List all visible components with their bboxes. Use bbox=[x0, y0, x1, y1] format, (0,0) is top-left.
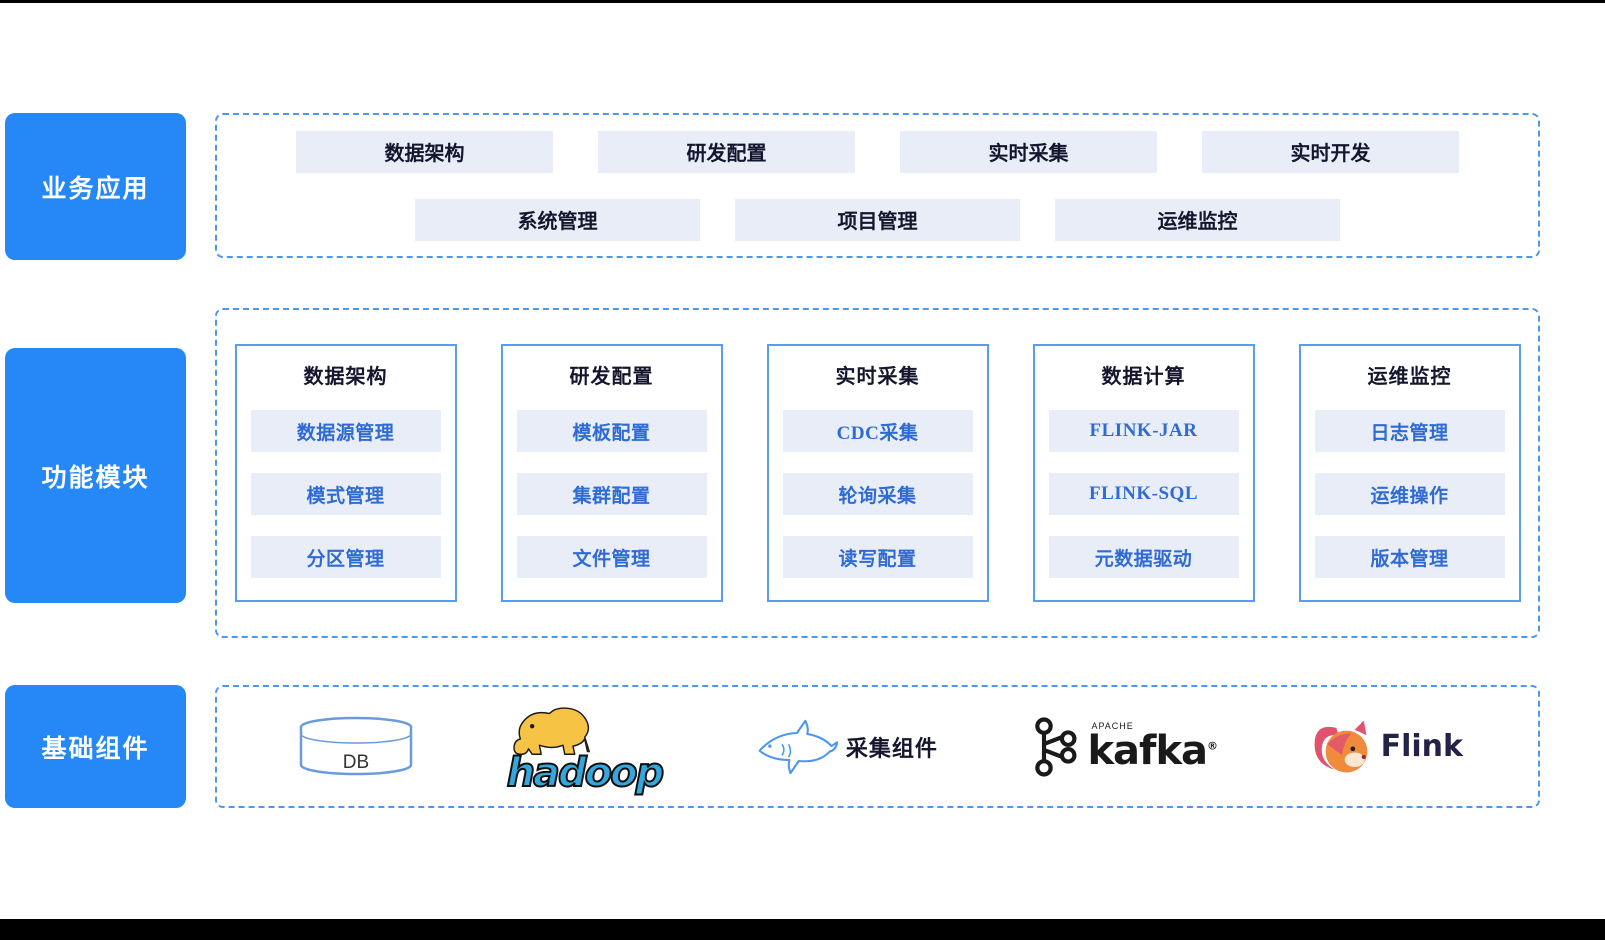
sidebar-label-business-apps: 业务应用 bbox=[5, 113, 186, 260]
component-flink: Flink bbox=[1309, 717, 1463, 777]
module-title: 实时采集 bbox=[835, 366, 920, 388]
module-item: FLINK-JAR bbox=[1048, 410, 1239, 452]
module-item: 读写配置 bbox=[782, 536, 973, 578]
shark-icon bbox=[758, 719, 838, 774]
section-function-modules: 数据架构 数据源管理 模式管理 分区管理 研发配置 模板配置 集群配置 文件管理… bbox=[215, 308, 1540, 638]
chip-realtime-collection: 实时采集 bbox=[900, 130, 1157, 173]
module-title: 数据计算 bbox=[1101, 366, 1186, 388]
flink-label: Flink bbox=[1380, 729, 1463, 764]
chip-data-architecture: 数据架构 bbox=[296, 130, 553, 173]
module-item: 运维操作 bbox=[1314, 473, 1505, 515]
module-column-data-architecture: 数据架构 数据源管理 模式管理 分区管理 bbox=[234, 344, 457, 602]
module-item: 文件管理 bbox=[516, 536, 707, 578]
sidebar-label-function-modules: 功能模块 bbox=[5, 348, 186, 603]
chip-ops-monitoring: 运维监控 bbox=[1055, 198, 1340, 241]
component-collector: 采集组件 bbox=[754, 716, 938, 778]
module-item: 元数据驱动 bbox=[1048, 536, 1239, 578]
module-title: 数据架构 bbox=[303, 366, 388, 388]
module-column-ops-monitoring: 运维监控 日志管理 运维操作 版本管理 bbox=[1298, 344, 1521, 602]
kafka-trademark: ® bbox=[1207, 739, 1218, 753]
module-item: CDC采集 bbox=[782, 410, 973, 452]
module-column-dev-config: 研发配置 模板配置 集群配置 文件管理 bbox=[500, 344, 723, 602]
chip-realtime-dev: 实时开发 bbox=[1202, 130, 1459, 173]
component-db: DB bbox=[297, 716, 415, 778]
kafka-apache-label: APACHE bbox=[1091, 721, 1134, 731]
section-base-components: DB hadoop 采集组件 bbox=[215, 685, 1540, 808]
database-icon bbox=[299, 716, 413, 775]
module-item: 数据源管理 bbox=[250, 410, 441, 452]
module-column-data-compute: 数据计算 FLINK-JAR FLINK-SQL 元数据驱动 bbox=[1032, 344, 1255, 602]
module-column-realtime-collection: 实时采集 CDC采集 轮询采集 读写配置 bbox=[766, 344, 989, 602]
module-item: FLINK-SQL bbox=[1048, 473, 1239, 515]
business-apps-row-2: 系统管理 项目管理 运维监控 bbox=[217, 198, 1538, 241]
module-title: 运维监控 bbox=[1367, 366, 1452, 388]
kafka-icon bbox=[1035, 716, 1077, 777]
top-border bbox=[0, 0, 1605, 3]
hadoop-elephant-icon bbox=[512, 706, 590, 755]
chip-project-management: 项目管理 bbox=[735, 198, 1020, 241]
chip-system-management: 系统管理 bbox=[415, 198, 700, 241]
section-business-apps: 数据架构 研发配置 实时采集 实时开发 系统管理 项目管理 运维监控 bbox=[215, 113, 1540, 258]
component-hadoop: hadoop bbox=[506, 699, 666, 796]
sidebar-label-base-components: 基础组件 bbox=[5, 685, 186, 808]
collector-label: 采集组件 bbox=[845, 735, 938, 761]
module-item: 模板配置 bbox=[516, 410, 707, 452]
module-item: 分区管理 bbox=[250, 536, 441, 578]
chip-dev-config: 研发配置 bbox=[598, 130, 855, 173]
db-label: DB bbox=[342, 751, 370, 773]
bottom-border bbox=[0, 919, 1605, 940]
module-item: 版本管理 bbox=[1314, 536, 1505, 578]
business-apps-row-1: 数据架构 研发配置 实时采集 实时开发 bbox=[217, 130, 1538, 173]
module-item: 集群配置 bbox=[516, 473, 707, 515]
module-item: 模式管理 bbox=[250, 473, 441, 515]
hadoop-label: hadoop bbox=[506, 749, 666, 796]
component-kafka: APACHE kafka® bbox=[1029, 715, 1218, 779]
module-title: 研发配置 bbox=[569, 366, 654, 388]
module-item: 日志管理 bbox=[1314, 410, 1505, 452]
module-item: 轮询采集 bbox=[782, 473, 973, 515]
kafka-label: kafka® bbox=[1087, 728, 1218, 774]
kafka-word-text: kafka bbox=[1087, 728, 1208, 774]
flink-squirrel-icon bbox=[1314, 720, 1367, 772]
